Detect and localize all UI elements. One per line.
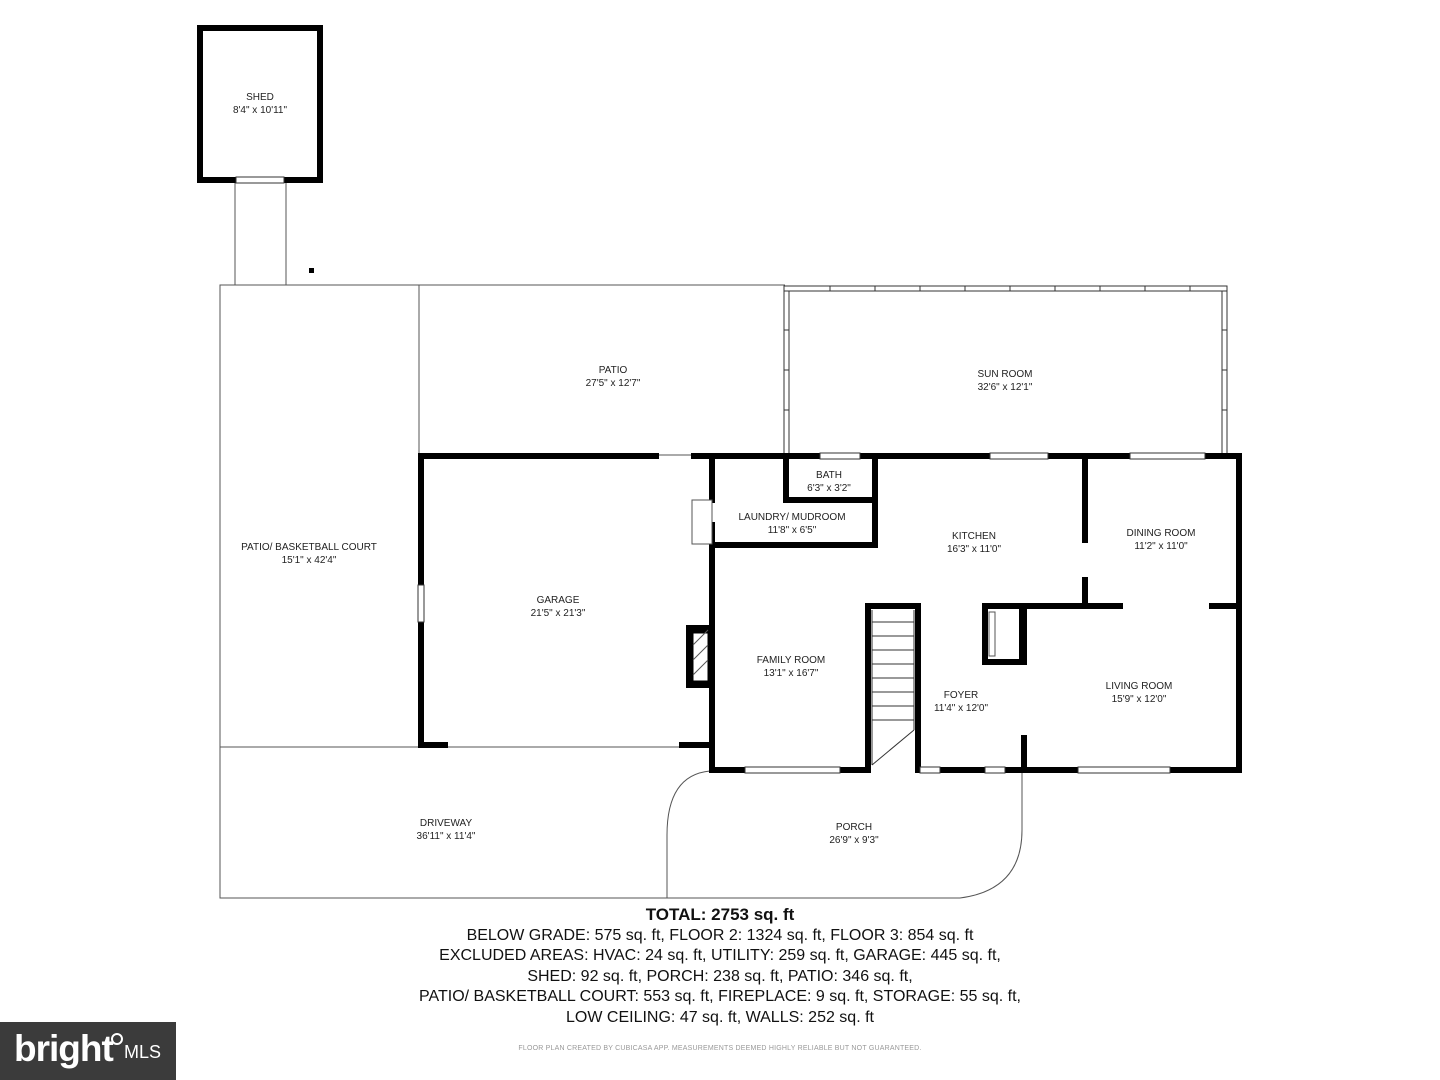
room-dimensions: 26'9" x 9'3" bbox=[829, 835, 879, 846]
stairs bbox=[871, 610, 915, 766]
floor-plan bbox=[197, 25, 1242, 899]
room-label-laundry: LAUNDRY/ MUDROOM 11'8" x 6'5" bbox=[738, 511, 845, 537]
room-label-sun-room: SUN ROOM 32'6" x 12'1" bbox=[978, 368, 1033, 394]
disclaimer: FLOOR PLAN CREATED BY CUBICASA APP. MEAS… bbox=[518, 1045, 922, 1052]
room-dimensions: 16'3" x 11'0" bbox=[946, 544, 1002, 555]
logo-wordmark: bright bbox=[14, 1028, 114, 1069]
room-name: LIVING ROOM bbox=[1105, 681, 1173, 692]
room-dimensions: 32'6" x 12'1" bbox=[977, 382, 1033, 393]
room-label-shed: SHED 8'4" x 10'11" bbox=[233, 91, 287, 117]
summary-line: EXCLUDED AREAS: HVAC: 24 sq. ft, UTILITY… bbox=[439, 947, 1001, 965]
total-area: TOTAL: 2753 sq. ft bbox=[645, 905, 795, 924]
room-dimensions: 21'5" x 21'3" bbox=[530, 608, 586, 619]
room-label-driveway: DRIVEWAY 36'11" x 11'4" bbox=[417, 817, 476, 843]
room-dimensions: 36'11" x 11'4" bbox=[416, 831, 476, 842]
summary-line: BELOW GRADE: 575 sq. ft, FLOOR 2: 1324 s… bbox=[466, 927, 974, 944]
summary-line: LOW CEILING: 47 sq. ft, WALLS: 252 sq. f… bbox=[566, 1008, 874, 1026]
room-label-dining: DINING ROOM 11'2" x 11'0" bbox=[1127, 527, 1196, 553]
fireplace bbox=[686, 499, 713, 688]
room-dimensions: 13'1" x 16'7" bbox=[763, 668, 819, 679]
shed-walls bbox=[197, 25, 323, 183]
room-name: PATIO/ BASKETBALL COURT bbox=[241, 542, 377, 553]
room-dimensions: 15'1" x 42'4" bbox=[281, 555, 337, 566]
room-dimensions: 11'2" x 11'0" bbox=[1134, 541, 1188, 552]
room-name: FOYER bbox=[943, 690, 979, 701]
post-marker bbox=[309, 268, 314, 273]
room-name: BATH bbox=[816, 470, 842, 481]
room-name: DRIVEWAY bbox=[419, 818, 473, 829]
logo-mls: MLS bbox=[124, 1042, 162, 1062]
room-name: SHED bbox=[246, 92, 274, 103]
room-label-living: LIVING ROOM 15'9" x 12'0" bbox=[1106, 680, 1173, 706]
room-name: GARAGE bbox=[536, 595, 580, 606]
room-label-garage: GARAGE 21'5" x 21'3" bbox=[531, 594, 586, 620]
room-dimensions: 6'3" x 3'2" bbox=[807, 483, 851, 494]
room-name: FAMILY ROOM bbox=[756, 655, 826, 666]
room-label-patio-court: PATIO/ BASKETBALL COURT 15'1" x 42'4" bbox=[241, 541, 377, 567]
room-label-family: FAMILY ROOM 13'1" x 16'7" bbox=[757, 654, 826, 680]
room-label-kitchen: KITCHEN 16'3" x 11'0" bbox=[947, 530, 1001, 556]
room-name: LAUNDRY/ MUDROOM bbox=[738, 512, 846, 523]
room-name: PORCH bbox=[835, 822, 873, 833]
bright-mls-logo: bright MLS bbox=[0, 1022, 176, 1080]
summary-line: PATIO/ BASKETBALL COURT: 553 sq. ft, FIR… bbox=[419, 988, 1021, 1006]
closet-shelf bbox=[988, 611, 996, 657]
room-name: DINING ROOM bbox=[1126, 528, 1196, 539]
room-dimensions: 27'5" x 12'7" bbox=[585, 378, 641, 389]
room-dimensions: 8'4" x 10'11" bbox=[232, 105, 288, 116]
room-label-bath: BATH 6'3" x 3'2" bbox=[807, 469, 851, 495]
logo-dot-icon bbox=[111, 1033, 123, 1045]
room-name: PATIO bbox=[598, 365, 628, 376]
area-summary: TOTAL: 2753 sq. ft BELOW GRADE: 575 sq. … bbox=[0, 904, 1440, 1028]
room-dimensions: 11'8" x 6'5" bbox=[767, 525, 817, 536]
room-label-patio: PATIO 27'5" x 12'7" bbox=[586, 364, 641, 390]
room-label-foyer: FOYER 11'4" x 12'0" bbox=[934, 689, 988, 715]
room-dimensions: 15'9" x 12'0" bbox=[1111, 694, 1167, 705]
windows bbox=[417, 452, 1206, 774]
room-name: KITCHEN bbox=[952, 531, 996, 542]
room-label-porch: PORCH 26'9" x 9'3" bbox=[829, 821, 878, 847]
room-name: SUN ROOM bbox=[977, 369, 1033, 380]
summary-line: SHED: 92 sq. ft, PORCH: 238 sq. ft, PATI… bbox=[527, 967, 913, 985]
shed-door bbox=[235, 176, 285, 184]
room-dimensions: 11'4" x 12'0" bbox=[933, 703, 989, 714]
